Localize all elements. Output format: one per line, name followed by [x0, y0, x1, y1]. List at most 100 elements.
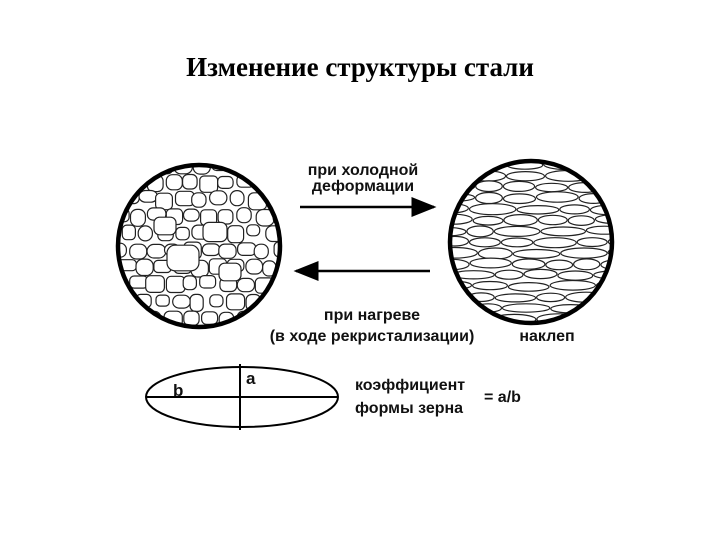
grain	[576, 237, 608, 248]
grain	[466, 225, 494, 238]
grain	[165, 275, 186, 294]
grain	[559, 204, 590, 215]
grain	[272, 276, 279, 293]
grain	[591, 303, 611, 315]
grain	[545, 259, 574, 271]
grain	[245, 258, 264, 275]
grain	[534, 182, 569, 193]
grain	[155, 294, 170, 307]
grain	[253, 309, 269, 324]
grain-ellipse: b a	[145, 364, 339, 430]
grain	[218, 243, 237, 259]
coefficient-label-line2: формы зерна	[355, 400, 463, 417]
grain	[535, 191, 579, 203]
grain	[535, 292, 566, 303]
grain	[154, 327, 172, 340]
grain	[607, 236, 611, 248]
grain	[451, 246, 479, 259]
grain	[451, 226, 467, 237]
grain	[226, 327, 241, 344]
grain	[146, 243, 167, 259]
grain	[265, 225, 279, 243]
grain	[472, 215, 504, 226]
grain	[145, 275, 165, 294]
grain	[126, 309, 146, 326]
grain	[121, 166, 139, 173]
grain	[283, 192, 298, 208]
grain	[237, 242, 257, 257]
grain	[573, 258, 601, 271]
grain	[217, 175, 234, 189]
grain	[500, 237, 534, 248]
grain	[229, 190, 245, 207]
grain	[501, 149, 546, 159]
grain	[119, 311, 127, 326]
grain	[501, 303, 551, 313]
grain	[533, 237, 577, 249]
grain	[557, 270, 594, 281]
grain	[246, 224, 261, 237]
cold-deformation-label-line1: при холодной	[308, 162, 419, 179]
grain	[451, 291, 468, 302]
grain	[608, 314, 611, 322]
coefficient-formula: = a/b	[484, 389, 521, 406]
grain	[166, 244, 200, 272]
grain	[549, 279, 597, 291]
grain	[493, 225, 541, 237]
heating-label-line1: при нагреве	[324, 307, 420, 324]
grain	[540, 226, 587, 237]
grain	[502, 193, 537, 205]
grain	[245, 166, 264, 175]
grain	[227, 225, 245, 244]
grain	[209, 190, 228, 206]
grain	[284, 226, 303, 242]
grain	[473, 150, 500, 160]
grain	[199, 175, 219, 193]
grain	[505, 170, 546, 182]
grain	[601, 182, 611, 194]
grain	[172, 294, 191, 309]
grain	[451, 302, 475, 313]
grain	[253, 243, 269, 260]
grain	[511, 258, 546, 270]
grain	[155, 192, 174, 211]
grain	[503, 214, 538, 227]
grain	[263, 294, 279, 312]
grain	[451, 235, 470, 247]
grain	[192, 329, 210, 343]
work-hardening-label: наклеп	[519, 328, 574, 345]
grain	[202, 221, 228, 243]
grain	[472, 280, 509, 291]
grain	[189, 293, 204, 312]
grain	[284, 159, 299, 172]
grain	[282, 294, 299, 307]
grain	[121, 224, 137, 241]
grain	[236, 277, 256, 293]
grain	[201, 311, 219, 325]
grain	[270, 173, 279, 188]
grain	[102, 157, 115, 174]
b-label: b	[173, 381, 183, 400]
elongated-grain-structure	[447, 149, 615, 326]
grain	[458, 313, 492, 322]
grain	[246, 328, 264, 344]
grain	[494, 293, 537, 303]
equiaxed-grain-structure	[102, 157, 303, 344]
grain	[209, 294, 224, 308]
grain	[512, 248, 561, 259]
grain	[102, 193, 115, 208]
grain	[537, 214, 568, 226]
grain	[516, 205, 560, 215]
grain	[182, 275, 197, 291]
grain	[182, 208, 200, 222]
grain	[469, 257, 512, 269]
grain	[272, 309, 279, 326]
grain	[165, 174, 183, 191]
grain	[137, 225, 153, 242]
grain	[225, 293, 246, 311]
grain	[567, 215, 596, 227]
heating-label-line2: (в ходе рекристализации)	[270, 328, 475, 345]
grain	[587, 162, 611, 171]
grain	[594, 214, 611, 225]
grain	[547, 149, 578, 159]
